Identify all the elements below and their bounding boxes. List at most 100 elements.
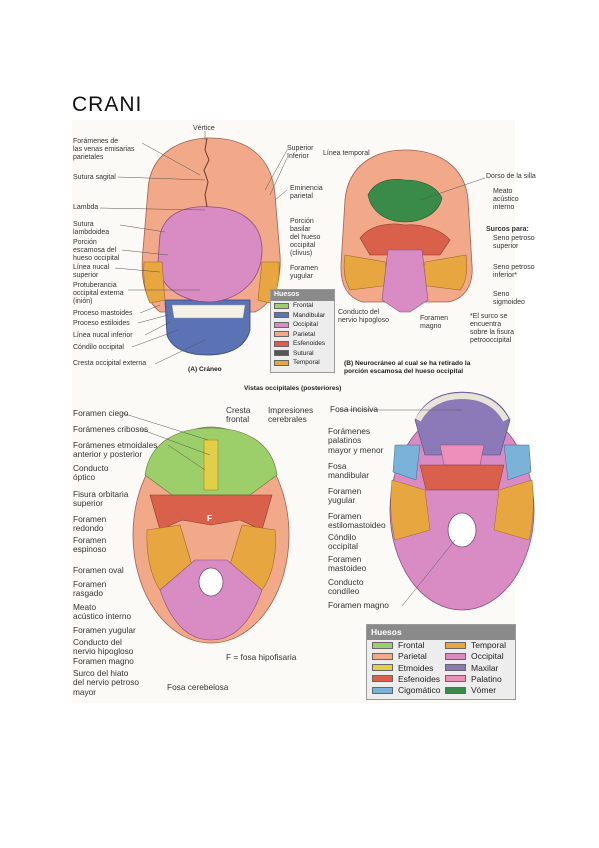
- foramen-magnum: [198, 567, 224, 597]
- label-surco-hiato: Surco del hiato del nervio petroso mayor: [73, 668, 139, 697]
- basilar-occipital: [381, 249, 429, 313]
- legend-label: Maxilar: [471, 662, 499, 673]
- caption-fig-a: (A) Cráneo: [188, 366, 222, 373]
- legend-swatch: [372, 686, 393, 694]
- legend-label: Mandibular: [293, 311, 326, 319]
- label-foramen-oval: Foramen oval: [73, 565, 124, 575]
- label-seno-superior: Seno petroso superior: [493, 235, 535, 250]
- label-impresiones: Impresiones cerebrales: [268, 405, 314, 425]
- label-foramen-yugular-c: Foramen yugular: [73, 625, 136, 635]
- zygomatic-right: [503, 444, 532, 481]
- label-foramenes-etmoidales: Forámenes etmoidales anterior y posterio…: [73, 440, 158, 460]
- label-fosa-cerebelosa: Fosa cerebelosa: [167, 682, 229, 692]
- legend-small-item: Mandibular: [274, 312, 325, 319]
- label-cresta-occipital: Cresta occipital externa: [73, 360, 147, 367]
- legend-swatch: [445, 664, 466, 672]
- legend-swatch: [274, 302, 289, 309]
- skull-posterior-view: [141, 137, 281, 356]
- legend-swatch: [274, 331, 289, 337]
- label-foramen-yugular-d: Foramen yugular: [328, 486, 362, 506]
- posterior-fossa: [159, 559, 263, 641]
- label-linea-nucal-superior: Línea nucal superior: [73, 264, 110, 279]
- label-meato: Meato acústico interno: [493, 188, 519, 211]
- legend-small-item: Esfenoides: [274, 340, 325, 347]
- legend-swatch: [372, 664, 393, 672]
- legend-label: Cigomático: [398, 685, 441, 696]
- legend-big-item: Palatino: [445, 674, 502, 684]
- label-condilo-occipital-d: Cóndilo occipital: [328, 532, 358, 552]
- legend-label: Etmoides: [398, 662, 434, 673]
- foramen-magnum-ext: [447, 512, 477, 548]
- label-foramen-estilomastoideo: Foramen estilomastoideo: [328, 511, 386, 531]
- maxilla: [414, 391, 511, 456]
- label-foramenes-palatinos: Forámenes palatinos mayor y menor: [328, 426, 384, 455]
- leader-lines: [99, 131, 486, 607]
- label-foramen-ciego: Foramen ciego: [73, 408, 129, 418]
- legend-big-item: Parietal: [372, 651, 427, 661]
- legend-big-item: Vómer: [445, 685, 496, 695]
- sphenoid-region: [359, 223, 451, 256]
- label-proceso-estiloides: Proceso estiloides: [73, 320, 130, 327]
- neurocranium-view: [340, 149, 473, 313]
- legend-big-item: Frontal: [372, 640, 424, 650]
- label-conducto-hipogloso-b: Conducto del nervio hipogloso: [338, 309, 389, 324]
- label-surcos-para: Surcos para:: [486, 226, 529, 233]
- label-sutura-lambdoidea: Sutura lambdoidea: [73, 221, 110, 236]
- temporal-ext-right: [493, 479, 534, 541]
- legend-big-header: Huesos: [367, 625, 515, 640]
- teeth-row: [171, 304, 246, 319]
- temporal-left: [143, 261, 166, 304]
- legend-label: Esfenoides: [398, 673, 441, 684]
- label-foramen-magno-b: Foramen magno: [420, 315, 449, 330]
- label-foramen-magno-c: Foramen magno: [73, 656, 134, 666]
- legend-label: Sutural: [293, 349, 314, 357]
- teeth-arch: [415, 392, 509, 422]
- legend-label: Parietal: [398, 651, 427, 662]
- legend-big-item: Esfenoides: [372, 674, 440, 684]
- frontal-green: [367, 179, 443, 223]
- legend-small-item: Temporal: [274, 359, 320, 366]
- label-foramen-espinoso: Foramen espinoso: [73, 535, 107, 555]
- label-sutura-sagital: Sutura sagital: [73, 174, 116, 181]
- label-conducto-hipogloso-c: Conducto del nervio hipogloso: [73, 637, 134, 657]
- label-f-mark: F: [207, 513, 213, 523]
- cranial-base-internal: [132, 426, 290, 644]
- label-foramenes-venas: Forámenes de las venas emisarias parieta…: [73, 138, 135, 161]
- label-lambda: Lambda: [73, 204, 99, 211]
- label-meato-acustico: Meato acústico interno: [73, 602, 132, 622]
- sagittal-suture: [203, 137, 210, 208]
- label-f-fosa: F = fosa hipofisaria: [226, 652, 297, 662]
- label-conducto-optico: Conducto óptico: [73, 463, 109, 483]
- label-seno-inferior: Seno petroso inferior*: [493, 264, 535, 279]
- legend-swatch: [445, 675, 466, 683]
- label-dorso-silla: Dorso de la silla: [486, 173, 536, 180]
- label-seno-sigmoideo: Seno sigmoideo: [493, 291, 525, 306]
- legend-swatch: [274, 321, 289, 328]
- legend-big-item: Occipital: [445, 651, 504, 661]
- label-conducto-condileo: Conducto condíleo: [328, 577, 364, 597]
- caption-fig-b: (B) Neurocráneo al cual se ha retirado l…: [344, 360, 471, 375]
- label-fosa-incisiva: Fosa incisiva: [330, 404, 378, 414]
- label-foramen-rasgado: Foramen rasgado: [73, 579, 107, 599]
- label-proceso-mastoides: Proceso mastoides: [73, 310, 133, 317]
- label-eminencia-parietal: Eminencia parietal: [290, 185, 323, 200]
- label-linea-temporal: Línea temporal: [323, 150, 370, 157]
- page-title: CRANI: [72, 93, 143, 116]
- legend-swatch: [372, 641, 393, 649]
- legend-swatch: [372, 675, 393, 683]
- caption-vistas: Vistas occipitales (posteriores): [244, 385, 342, 392]
- palatine: [439, 444, 485, 466]
- label-protuberancia: Protuberancia occipital externa (inión): [73, 282, 124, 305]
- legend-swatch: [445, 652, 466, 660]
- label-porcion-escamosa: Porción escamosa del hueso occipital: [73, 239, 120, 262]
- legend-swatch: [274, 359, 289, 366]
- label-condilo-occipital: Cóndilo occipital: [73, 344, 124, 351]
- legend-label: Esfenoides: [293, 340, 326, 347]
- label-foramen-redondo: Foramen redondo: [73, 514, 107, 534]
- legend-small-item: Frontal: [274, 302, 313, 309]
- legend-swatch: [445, 686, 466, 694]
- label-foramen-yugular-b: Foramen yugular: [290, 265, 319, 280]
- legend-label: Occipital: [471, 651, 504, 662]
- label-porcion-basilar: Porción basilar del hueso occipital (cli…: [290, 218, 321, 257]
